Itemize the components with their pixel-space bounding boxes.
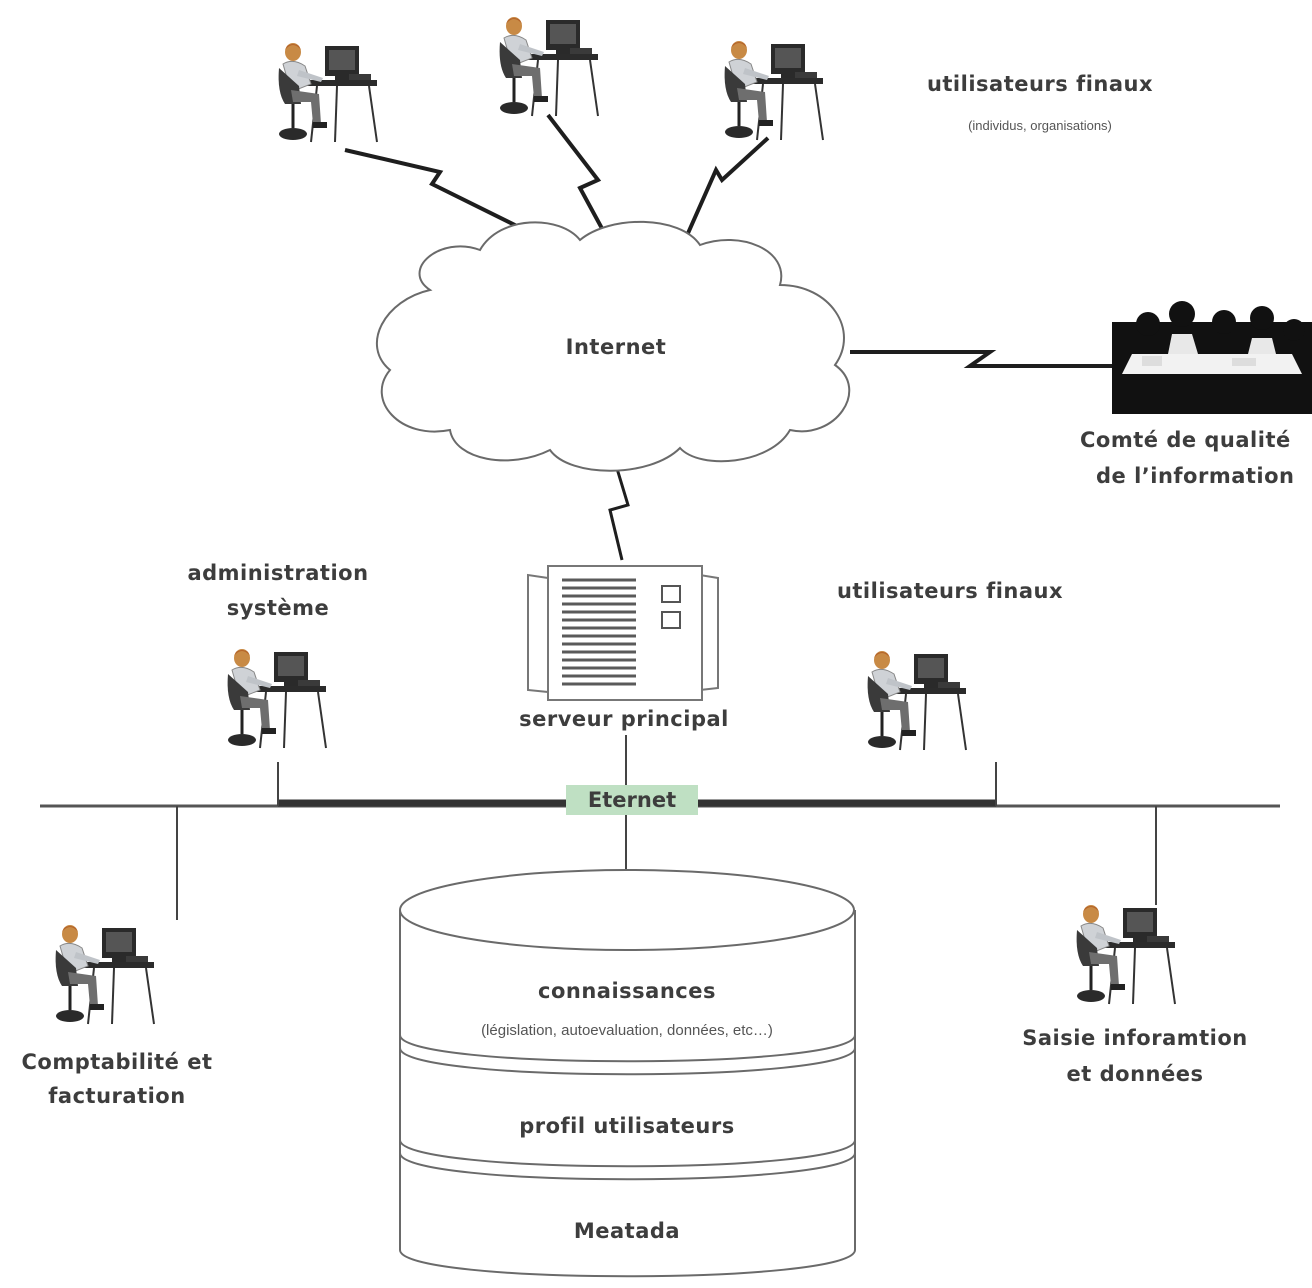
end-users-mid-label: utilisateurs finaux <box>836 579 1064 603</box>
workstation-user-icon <box>1075 903 1177 1006</box>
main-server-label: serveur principal <box>519 707 729 731</box>
link-internet-committee <box>850 350 1112 368</box>
sysadmin-label-line2: système <box>226 596 330 620</box>
accounting-label-line2: facturation <box>48 1084 186 1108</box>
db-metadata-label: Meatada <box>573 1219 681 1243</box>
sysadmin-label-line1: administration <box>187 561 369 585</box>
meeting-group-icon <box>1112 301 1312 414</box>
workstation-user-icon <box>866 649 968 752</box>
database-icon <box>399 869 856 1278</box>
workstation-user-icon <box>277 41 379 144</box>
committee-label-line1: Comté de qualité <box>1080 428 1291 452</box>
internet-label: Internet <box>565 335 667 359</box>
workstation-user-icon <box>226 647 328 750</box>
link-user3-internet <box>683 136 770 241</box>
data-entry-label-line2: et données <box>1066 1062 1204 1086</box>
end-users-top-label: utilisateurs finaux <box>926 72 1154 96</box>
data-entry-label-line1: Saisie inforamtion <box>1022 1026 1248 1050</box>
accounting-label-line1: Comptabilité et <box>21 1050 213 1074</box>
server-icon <box>527 565 719 701</box>
db-knowledge-label: connaissances <box>538 979 716 1003</box>
ethernet-label: Eternet <box>566 785 698 815</box>
workstation-user-icon <box>723 39 825 142</box>
committee-label-line2: de l’information <box>1096 464 1295 488</box>
link-user2-internet <box>546 113 620 259</box>
cloud-icon <box>376 220 851 472</box>
db-knowledge-sublabel: (législation, autoevaluation, données, e… <box>481 1022 773 1039</box>
workstation-user-icon <box>54 923 156 1026</box>
link-user1-internet <box>344 148 546 242</box>
db-user-profile-label: profil utilisateurs <box>519 1114 735 1138</box>
link-internet-server <box>608 451 630 561</box>
end-users-top-sublabel: (individus, organisations) <box>968 118 1112 133</box>
workstation-user-icon <box>498 15 600 118</box>
